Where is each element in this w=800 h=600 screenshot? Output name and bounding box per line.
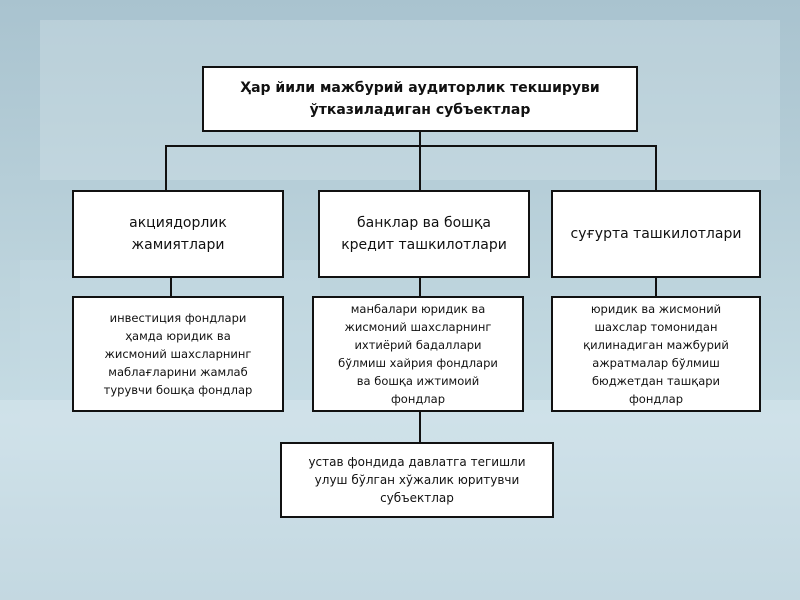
- category-box-insurance: суғурта ташкилотлари: [551, 190, 761, 278]
- subitem-text-line: ва бошқа ижтимоий: [356, 374, 480, 388]
- subitem-text-line: ҳамда юридик ва: [125, 329, 231, 343]
- category-label-line: кредит ташкилотлари: [341, 237, 507, 253]
- connector-title-down: [419, 132, 421, 146]
- title-line-1: Ҳар йили мажбурий аудиторлик текшируви: [240, 80, 600, 96]
- subitem-text-line: юридик ва жисмоний: [590, 302, 722, 316]
- diagram-title-box: Ҳар йили мажбурий аудиторлик текшируви ў…: [202, 66, 638, 132]
- subitem-text-line: турувчи бошқа фондлар: [103, 383, 253, 397]
- subitem-text-line: қилинадиган мажбурий: [583, 338, 729, 352]
- subitem-box-extrabudgetary-funds: юридик ва жисмоний шахслар томонидан қил…: [551, 296, 761, 412]
- category-box-banks: банклар ва бошқа кредит ташкилотлари: [318, 190, 530, 278]
- connector-down-center: [419, 145, 421, 190]
- bottom-box-state-share-entities: устав фондида давлатга тегишли улуш бўлг…: [280, 442, 554, 518]
- subitem-text-line: манбалари юридик ва: [350, 302, 486, 316]
- subitem-text-line: бюджетдан ташқари: [591, 374, 721, 388]
- connector-sub-to-bottom: [419, 412, 421, 442]
- subitem-text-line: жисмоний шахсларнинг: [344, 320, 492, 334]
- category-label-line: акциядорлик: [129, 215, 227, 231]
- connector-horizontal-bar: [165, 145, 657, 147]
- title-line-2: ўтказиладиган субъектлар: [309, 102, 531, 118]
- subitem-text-line: маблағларини жамлаб: [108, 365, 248, 379]
- connector-down-right: [655, 145, 657, 190]
- bottom-text-line: устав фондида давлатга тегишли: [308, 455, 526, 469]
- subitem-text-line: жисмоний шахсларнинг: [104, 347, 252, 361]
- connector-down-left: [165, 145, 167, 190]
- category-label-line: банклар ва бошқа: [356, 215, 491, 231]
- subitem-box-charity-funds: манбалари юридик ва жисмоний шахсларнинг…: [312, 296, 524, 412]
- connector-right-cat-to-sub: [655, 278, 657, 296]
- category-label-line: суғурта ташкилотлари: [570, 226, 742, 242]
- subitem-box-investment-funds: инвестиция фондлари ҳамда юридик ва жисм…: [72, 296, 284, 412]
- subitem-text-line: ажратмалар бўлмиш: [592, 356, 720, 370]
- subitem-text-line: ихтиёрий бадаллари: [354, 338, 482, 352]
- bottom-text-line: улуш бўлган хўжалик юритувчи: [314, 473, 520, 487]
- subitem-text-line: инвестиция фондлари: [109, 311, 247, 325]
- subitem-text-line: фондлар: [390, 392, 446, 406]
- category-box-joint-stock: акциядорлик жамиятлари: [72, 190, 284, 278]
- subitem-text-line: фондлар: [628, 392, 684, 406]
- category-label-line: жамиятлари: [131, 237, 225, 253]
- connector-left-cat-to-sub: [170, 278, 172, 296]
- subitem-text-line: бўлмиш хайрия фондлари: [338, 356, 498, 370]
- connector-center-cat-to-sub: [419, 278, 421, 296]
- bottom-text-line: субъектлар: [380, 491, 454, 505]
- subitem-text-line: шахслар томонидан: [594, 320, 718, 334]
